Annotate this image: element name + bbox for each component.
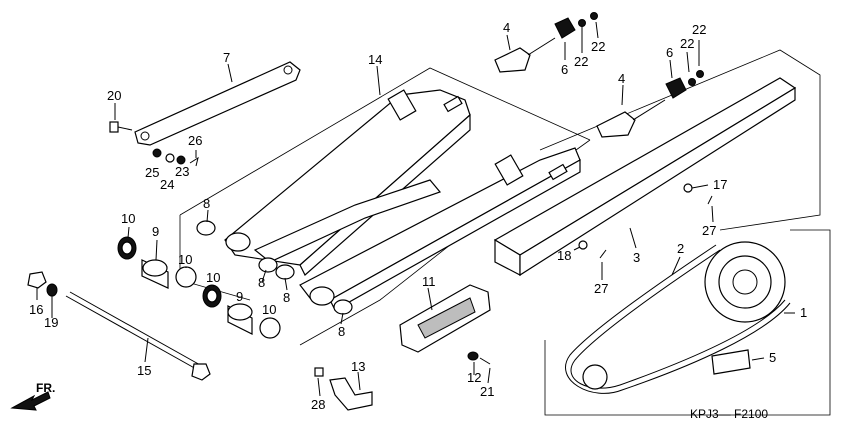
callout-5: 5 — [769, 350, 776, 365]
callout-16: 16 — [29, 302, 43, 317]
callout-1: 1 — [800, 305, 807, 320]
callout-22-d: 22 — [692, 22, 706, 37]
callout-10-d: 10 — [262, 302, 276, 317]
callout-9-a: 9 — [152, 224, 159, 239]
torque-link — [134, 61, 301, 146]
callout-26: 26 — [188, 133, 202, 148]
callout-25: 25 — [145, 165, 159, 180]
callout-10-c: 10 — [206, 270, 220, 285]
swingarm — [224, 89, 581, 311]
pivot-bushings — [117, 220, 353, 339]
chain-adjusters — [494, 12, 704, 138]
callout-28: 28 — [311, 397, 325, 412]
callout-24: 24 — [160, 177, 174, 192]
callout-22-a: 22 — [574, 54, 588, 69]
callout-27-b: 27 — [594, 281, 608, 296]
bolt-20 — [109, 121, 133, 133]
callout-14: 14 — [368, 52, 382, 67]
drive-chain-sprocket — [565, 241, 791, 394]
callout-19: 19 — [44, 315, 58, 330]
front-direction-label: FR. — [36, 381, 55, 395]
callout-22-c: 22 — [680, 36, 694, 51]
callout-4-upper: 4 — [503, 20, 510, 35]
callout-15: 15 — [137, 363, 151, 378]
callout-8-b: 8 — [258, 275, 265, 290]
callout-12: 12 — [467, 370, 481, 385]
callout-27-a: 27 — [702, 223, 716, 238]
diagram-code: KPJ3— F2100 — [690, 407, 768, 421]
callout-11: 11 — [422, 274, 436, 289]
chain-case — [493, 77, 797, 277]
slider-bracket — [314, 367, 373, 411]
callout-4-lower: 4 — [618, 71, 625, 86]
callout-9-b: 9 — [236, 289, 243, 304]
callout-13: 13 — [351, 359, 365, 374]
chain-slider — [399, 284, 491, 365]
callout-8-c: 8 — [283, 290, 290, 305]
callout-10-a: 10 — [121, 211, 135, 226]
callout-21: 21 — [480, 384, 494, 399]
pivot-bolt — [27, 271, 211, 381]
callout-20: 20 — [107, 88, 121, 103]
callout-6-upper: 6 — [561, 62, 568, 77]
callout-10-b: 10 — [178, 252, 192, 267]
callout-22-b: 22 — [591, 39, 605, 54]
callout-17: 17 — [713, 177, 727, 192]
callout-labels: 1 2 3 4 4 5 6 6 7 8 8 8 8 9 9 10 10 10 1… — [29, 20, 807, 412]
callout-6-lower: 6 — [666, 45, 673, 60]
callout-3: 3 — [633, 250, 640, 265]
callout-18: 18 — [557, 248, 571, 263]
callout-23: 23 — [175, 164, 189, 179]
callout-7: 7 — [223, 50, 230, 65]
small-hardware-23-26 — [152, 148, 199, 167]
callout-8-d: 8 — [338, 324, 345, 339]
front-direction-indicator — [10, 391, 51, 411]
callout-8-a: 8 — [203, 196, 210, 211]
leader-lines — [36, 21, 795, 397]
callout-2: 2 — [677, 241, 684, 256]
